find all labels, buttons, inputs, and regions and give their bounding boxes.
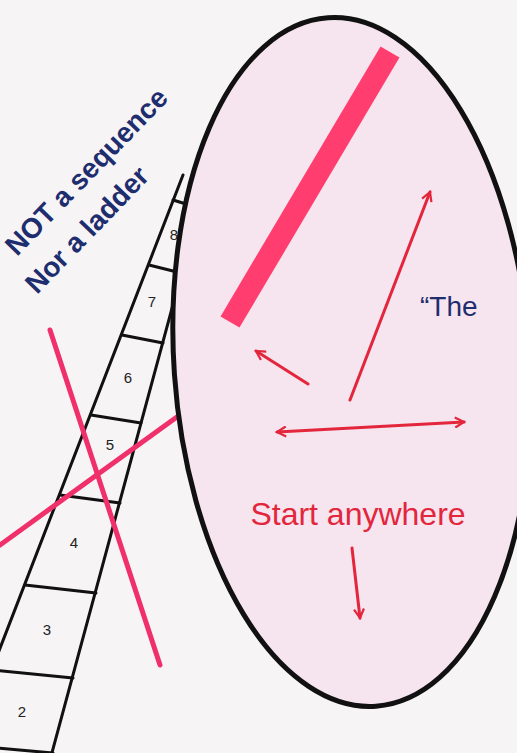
rung-number: 2 [18, 704, 26, 721]
rung-number: 5 [106, 437, 114, 454]
rung-number: 8 [170, 227, 178, 244]
rung-number: 4 [70, 535, 78, 552]
start-note: Start anywhere [250, 497, 465, 532]
direction-arrows [256, 192, 464, 618]
ladder-rung [0, 670, 73, 678]
rung-number: 7 [148, 294, 156, 311]
arrow [352, 548, 360, 618]
arrow [277, 422, 464, 432]
ladder-rung [122, 335, 163, 343]
quote-fragment: “The [420, 292, 478, 323]
arrow [256, 351, 308, 384]
rung-number: 3 [43, 622, 51, 639]
arrow [350, 192, 430, 400]
ladder-rung [0, 745, 53, 753]
ladder-rung [25, 585, 96, 593]
highlight-bar [230, 52, 390, 322]
rung-number: 6 [124, 370, 132, 387]
ladder-rung [91, 415, 141, 423]
ellipse-shape [150, 5, 517, 718]
